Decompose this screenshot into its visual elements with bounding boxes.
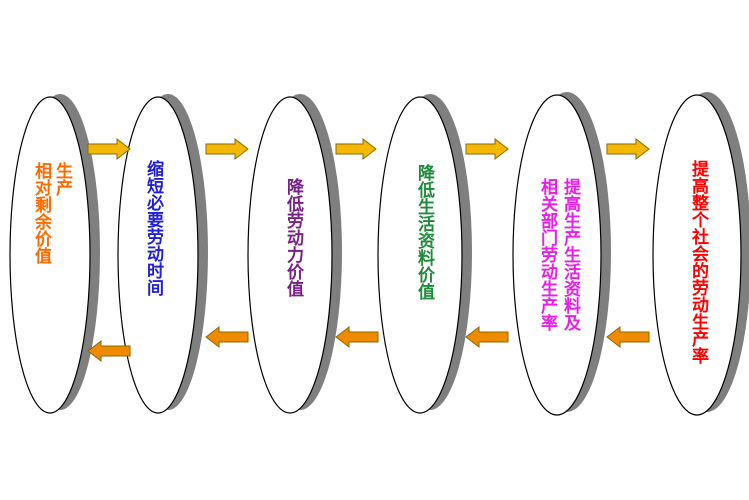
stage-label-3-line-1: 降低劳动力价值 [283,178,303,297]
stage-ellipse-3 [247,96,333,414]
forward-arrow-4 [465,137,509,161]
stage-ellipse-4 [377,96,463,414]
stage-ellipse-1 [9,96,91,414]
backward-arrow-2 [205,325,249,349]
backward-arrow-1 [87,339,131,363]
stage-label-6-line-1: 提高整个社会的劳动生产率 [688,160,708,364]
stage-ellipse-5 [512,94,602,416]
forward-arrow-5 [606,137,650,161]
backward-arrow-4 [465,325,509,349]
stage-ellipse-2 [117,96,199,414]
stage-label-1-line-2: 相对剩余价值 [31,162,51,264]
backward-arrow-5 [606,325,650,349]
forward-arrow-1 [87,137,131,161]
stage-label-1-line-1: 生产 [52,162,72,196]
stage-label-5: 提高生产生活资料及相关部门劳动生产率 [536,178,580,331]
stage-label-4: 降低生活资料价值 [413,164,434,300]
stage-label-2: 缩短必要劳动时间 [142,160,163,296]
stage-label-2-line-1: 缩短必要劳动时间 [143,160,163,296]
stage-label-3: 降低劳动力价值 [282,178,303,297]
stage-label-5-line-2: 相关部门劳动生产率 [537,178,557,331]
stage-label-5-line-1: 提高生产生活资料及 [560,178,580,331]
forward-arrow-2 [205,137,249,161]
stage-label-1: 生产相对剩余价值 [30,162,72,264]
stage-ellipse-6 [652,94,742,416]
backward-arrow-3 [335,325,379,349]
forward-arrow-3 [335,137,377,161]
stage-label-4-line-1: 降低生活资料价值 [414,164,434,300]
stage-label-6: 提高整个社会的劳动生产率 [687,160,708,364]
